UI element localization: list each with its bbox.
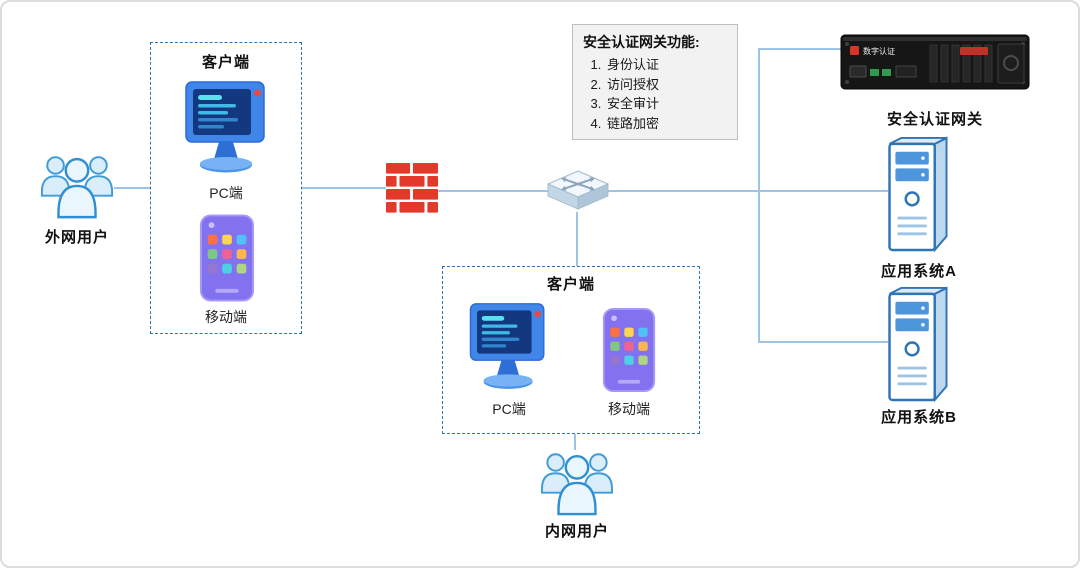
gateway-function-item: 身份认证 (605, 55, 727, 75)
gateway-function-item: 访问授权 (605, 75, 727, 95)
external-users-group-icon (38, 148, 116, 220)
pc-icon (181, 79, 273, 179)
network-switch-icon (545, 169, 611, 215)
internal-users-group-icon (538, 446, 616, 516)
server-tower-b-icon (886, 284, 952, 402)
mobile-label: 移动端 (205, 309, 247, 325)
gateway-label: 安全认证网关 (886, 111, 983, 128)
gateway-function-item: 安全审计 (605, 94, 727, 114)
mobile-phone-icon (601, 307, 657, 393)
connector-firewall-switch (438, 190, 548, 192)
external-users-label: 外网用户 (44, 229, 109, 246)
app-system-b-label: 应用系统B (881, 409, 957, 426)
pc-label: PC端 (209, 185, 243, 201)
connector-switch-clientbox2 (576, 212, 578, 266)
app-system-a-label: 应用系统A (881, 263, 957, 280)
gateway-function-item: 链路加密 (605, 114, 727, 134)
gateway-functions-list: 身份认证 访问授权 安全审计 链路加密 (583, 55, 727, 133)
connector-clientbox2-intusers (574, 434, 576, 450)
firewall-icon (386, 162, 438, 216)
appliance-brand-text: 数字认证 (863, 46, 895, 56)
gateway-functions-title: 安全认证网关功能: (583, 34, 700, 50)
pc-icon (465, 301, 553, 395)
mobile-label: 移动端 (608, 401, 650, 417)
client-box-bottom-title: 客户端 (546, 276, 595, 293)
mobile-phone-icon (198, 213, 256, 303)
connector-backbone-gateway (758, 48, 842, 50)
connector-extusers-clientbox (114, 187, 150, 189)
connector-switch-serverA (608, 190, 888, 192)
server-tower-a-icon (886, 134, 952, 252)
client-box-top-title: 客户端 (201, 54, 250, 71)
connector-backbone-serverB (758, 341, 888, 343)
gateway-functions-panel: 安全认证网关功能: 身份认证 访问授权 安全审计 链路加密 (572, 24, 738, 140)
gateway-appliance-image: 数字认证 (840, 30, 1030, 94)
connector-clientbox-firewall (302, 187, 386, 189)
client-box-top: 客户端 PC端 (150, 42, 302, 334)
client-box-bottom: 客户端 PC端 (442, 266, 700, 434)
internal-users-label: 内网用户 (544, 523, 609, 540)
connector-backbone-vertical (758, 48, 760, 342)
pc-label: PC端 (492, 401, 526, 417)
